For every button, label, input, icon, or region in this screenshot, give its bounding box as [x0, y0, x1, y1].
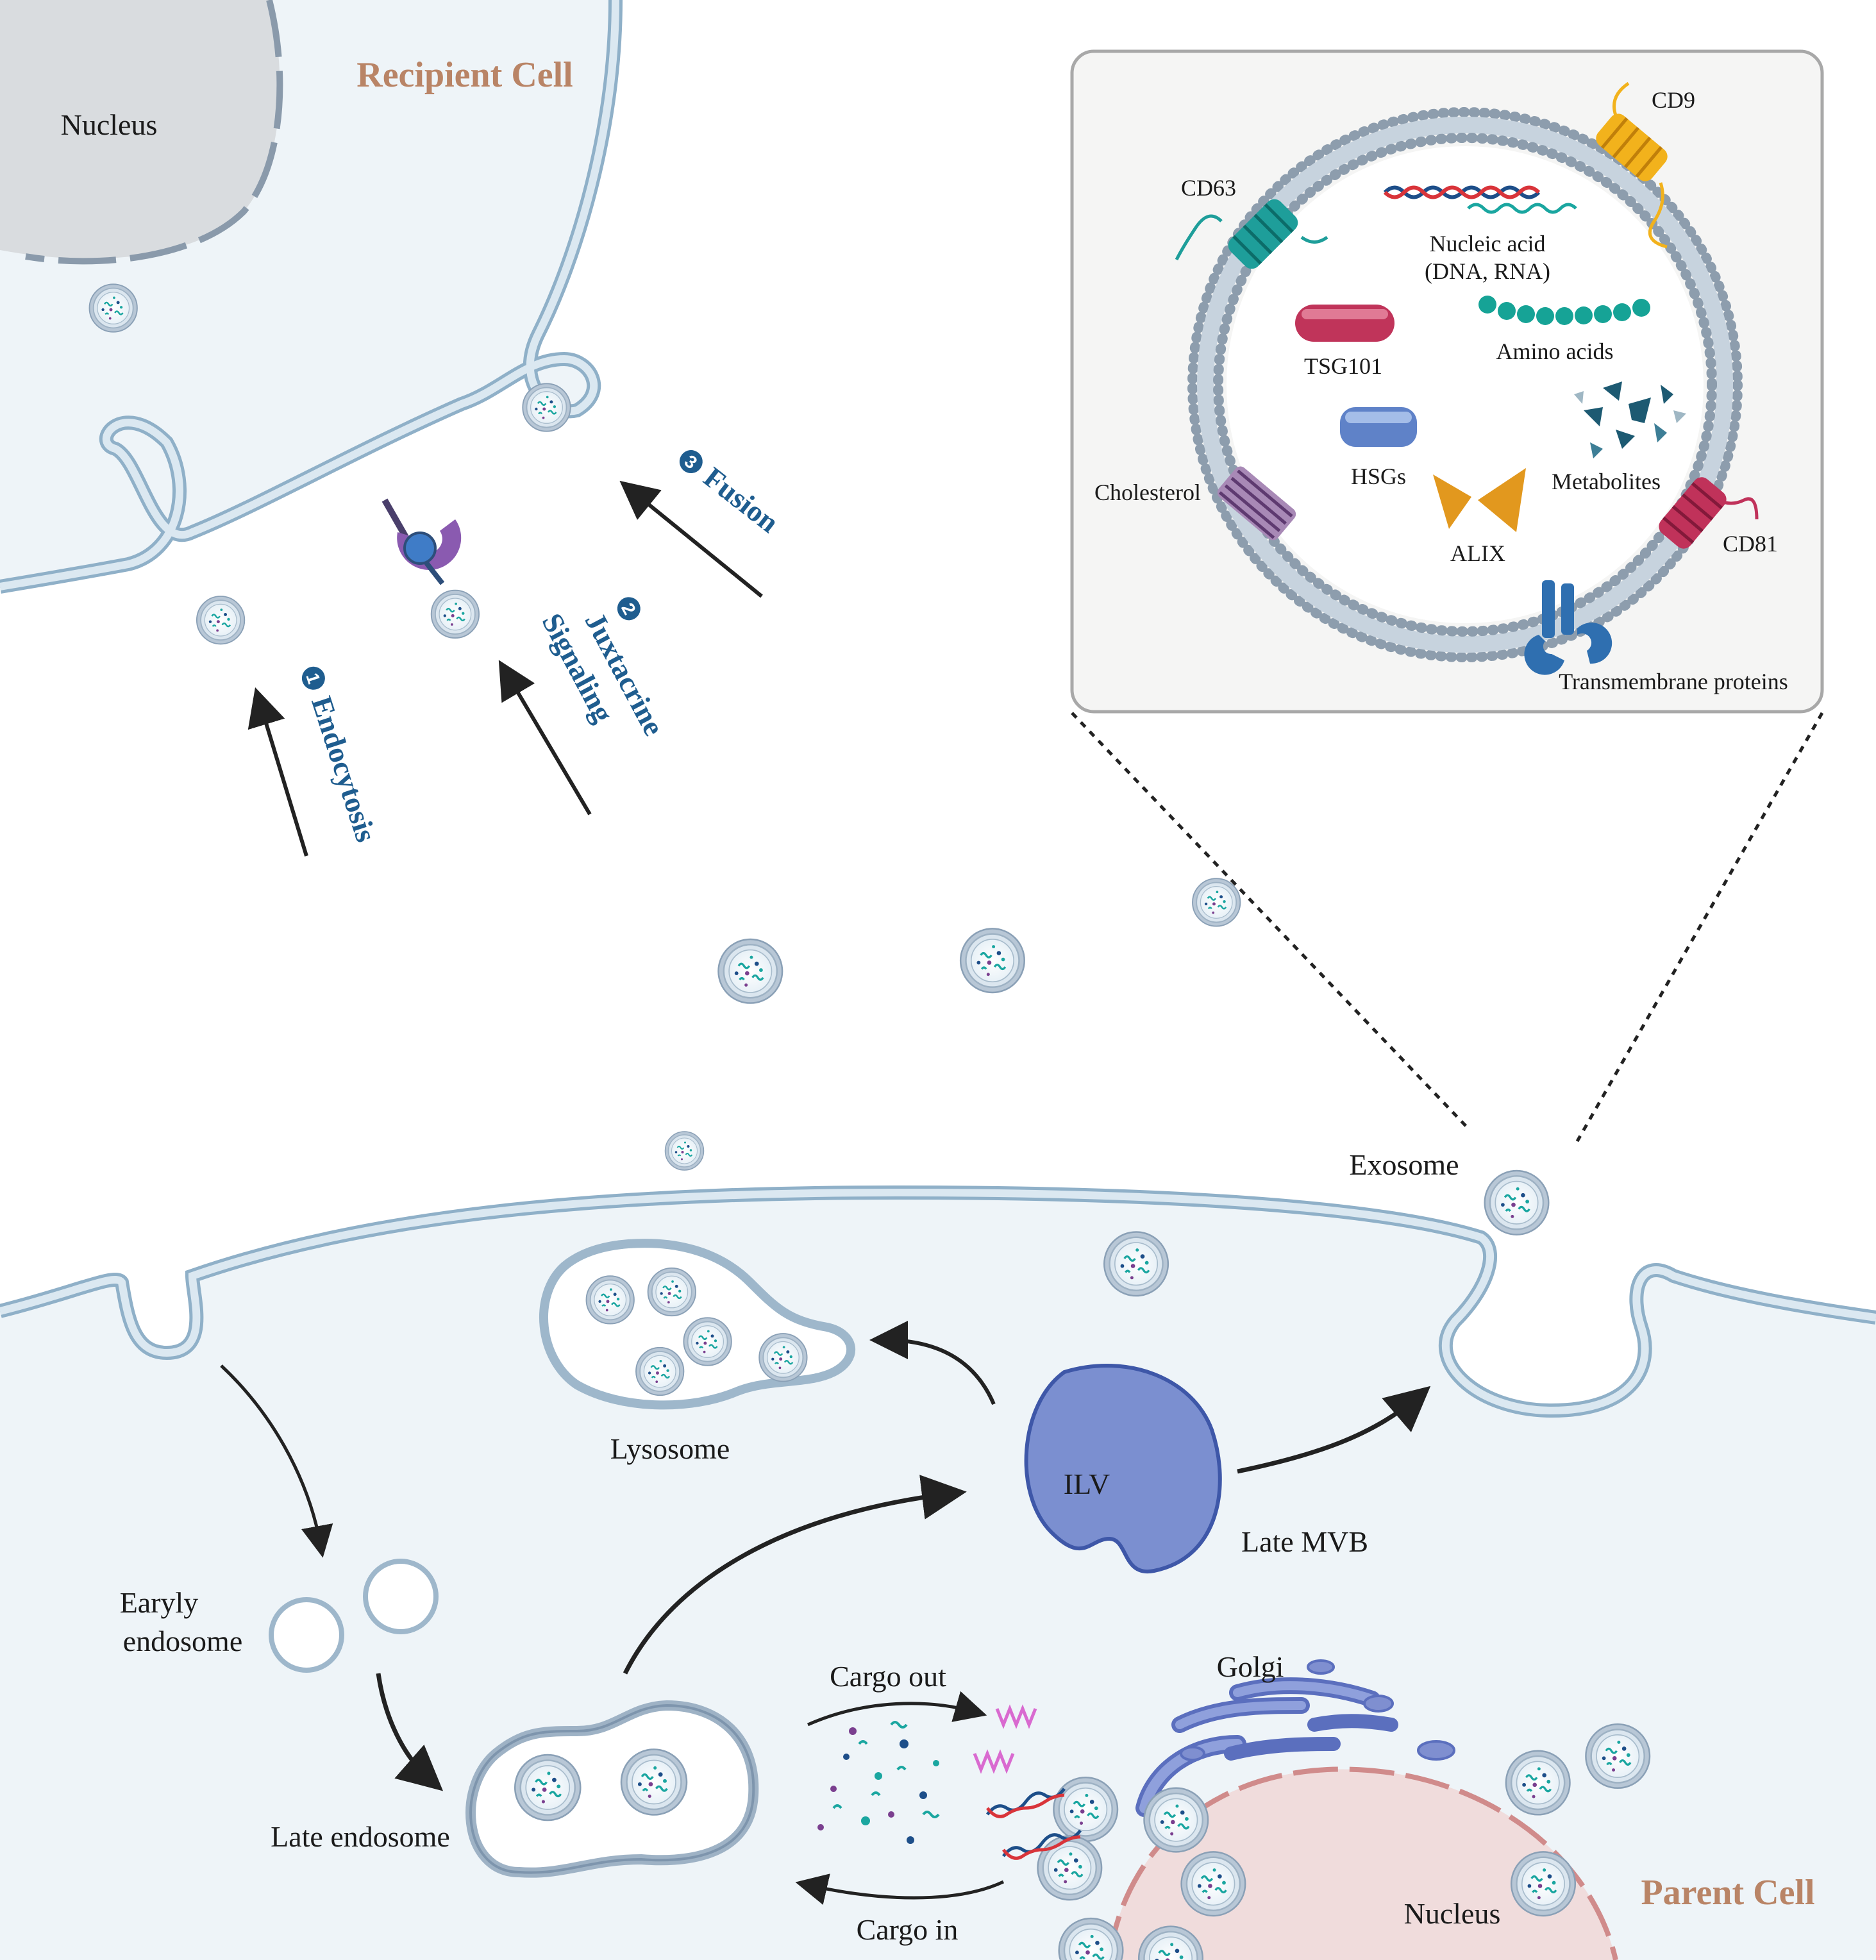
- secreting-vesicle-3: [1510, 1850, 1577, 1917]
- mechanism-arrows: 1 Endocytosis 2 Juxtacrine Signaling 3 F…: [247, 450, 785, 857]
- cd63-icon: [1175, 199, 1328, 269]
- exosome-detail-panel: CD63 CD9 CD81: [1070, 49, 1824, 1143]
- amino-acids-icon: [1478, 296, 1650, 325]
- lysosome-label: Lysosome: [610, 1432, 730, 1465]
- metabolites-icon: [1574, 381, 1686, 458]
- endocytosis-arrow: [247, 687, 308, 857]
- fusion-label: 3 Fusion: [679, 450, 785, 539]
- cd81-label: CD81: [1723, 531, 1778, 557]
- parent-nucleus-label: Nucleus: [1404, 1897, 1501, 1930]
- zoom-line-right: [1575, 712, 1824, 1143]
- cd63-label: CD63: [1181, 175, 1236, 201]
- juxtacrine-label: 2 Juxtacrine Signaling: [536, 597, 671, 741]
- recipient-nucleus: [0, 0, 280, 259]
- early-endosome: [269, 1559, 439, 1673]
- late-mvb: [664, 1131, 1246, 1960]
- parent-cell: Parent Cell Nucleus Golgi Earyly endosom…: [0, 877, 1876, 1960]
- free-vesicle-1: [1103, 1230, 1169, 1297]
- amino-acids-label: Amino acids: [1496, 339, 1614, 364]
- parent-nucleus: [1109, 1769, 1616, 1960]
- early-to-late-arrow: [376, 1673, 444, 1791]
- svg-text:Endocytosis: Endocytosis: [305, 692, 383, 846]
- parent-cytoplasm: [0, 1193, 1876, 1960]
- early-endosome-label-line2: endosome: [123, 1625, 243, 1657]
- alix-label: ALIX: [1450, 540, 1505, 566]
- recipient-nucleus-label: Nucleus: [61, 108, 158, 141]
- transmembrane-icon: [1524, 580, 1612, 675]
- nucleic-acid-label-line2: (DNA, RNA): [1425, 258, 1550, 284]
- free-vesicle-2: [717, 938, 783, 1005]
- endocytosis-label: 1 Endocytosis: [301, 666, 383, 846]
- approaching-vesicle-1: [196, 595, 246, 645]
- cd9-label: CD9: [1652, 87, 1695, 113]
- approaching-vesicle-2: [430, 589, 480, 639]
- mvb-to-lysosome-arrow: [869, 1321, 996, 1405]
- golgi-label: Golgi: [1217, 1650, 1284, 1683]
- alix-icon: [1433, 468, 1526, 532]
- tsg101-label: TSG101: [1304, 353, 1382, 379]
- exosome-label: Exosome: [1349, 1148, 1459, 1181]
- secreting-vesicle-2: [1584, 1723, 1651, 1789]
- parent-cell-title: Parent Cell: [1641, 1873, 1814, 1913]
- pathway-arrows: [220, 1321, 1431, 1906]
- nucleic-acid-icon: [1383, 185, 1577, 214]
- cargo-out-arrow: [807, 1691, 987, 1727]
- lysosome: [539, 1239, 855, 1410]
- nucleic-acid-label-line1: Nucleic acid: [1430, 231, 1546, 256]
- fusing-vesicle: [522, 383, 571, 432]
- hsgs-label: HSGs: [1351, 464, 1406, 489]
- released-vesicle: [1191, 877, 1241, 927]
- transmembrane-label: Transmembrane proteins: [1559, 669, 1788, 694]
- cargo-out-label: Cargo out: [830, 1660, 946, 1693]
- cargo-particles: [817, 1721, 940, 1844]
- late-mvb-label: Late MVB: [1241, 1525, 1368, 1558]
- juxtacrine-arrow: [498, 660, 592, 816]
- cargo-nucleic-acids: [973, 1704, 1082, 1860]
- recipient-cell-title: Recipient Cell: [356, 55, 573, 95]
- early-endosome-label-line1: Earyly: [120, 1586, 199, 1619]
- juxtacrine-receptor: [381, 498, 462, 585]
- exosome-bilayer: [1187, 107, 1743, 662]
- cargo-in-arrow: [795, 1873, 1005, 1906]
- late-endosome: [465, 1700, 759, 1878]
- zoom-line-left: [1071, 712, 1470, 1130]
- cargo-in-label: Cargo in: [857, 1913, 959, 1946]
- tsg101-icon: [1295, 305, 1394, 342]
- late-to-mvb-arrow: [623, 1475, 967, 1675]
- fusion-arrow: [619, 480, 763, 598]
- ilv-label: ILV: [1064, 1468, 1110, 1500]
- svg-text:Fusion: Fusion: [698, 460, 785, 539]
- exosome: [1484, 1169, 1550, 1236]
- cholesterol-icon: [1217, 466, 1296, 540]
- membrane-to-early-arrow: [220, 1364, 333, 1558]
- recipient-cell: Nucleus Recipient Cell: [0, 0, 623, 645]
- cholesterol-label: Cholesterol: [1094, 480, 1201, 505]
- hsgs-icon: [1340, 407, 1417, 447]
- golgi-icon: [1135, 1659, 1455, 1817]
- free-vesicle-3: [959, 927, 1026, 994]
- metabolites-label: Metabolites: [1552, 469, 1661, 494]
- mvb-to-membrane-arrow: [1237, 1386, 1431, 1474]
- cd81-icon: [1659, 477, 1759, 549]
- secreting-vesicle-1: [1505, 1750, 1571, 1816]
- endocytosed-vesicle: [88, 283, 138, 333]
- late-endosome-label: Late endosome: [271, 1820, 450, 1853]
- cd9-icon: [1596, 81, 1668, 249]
